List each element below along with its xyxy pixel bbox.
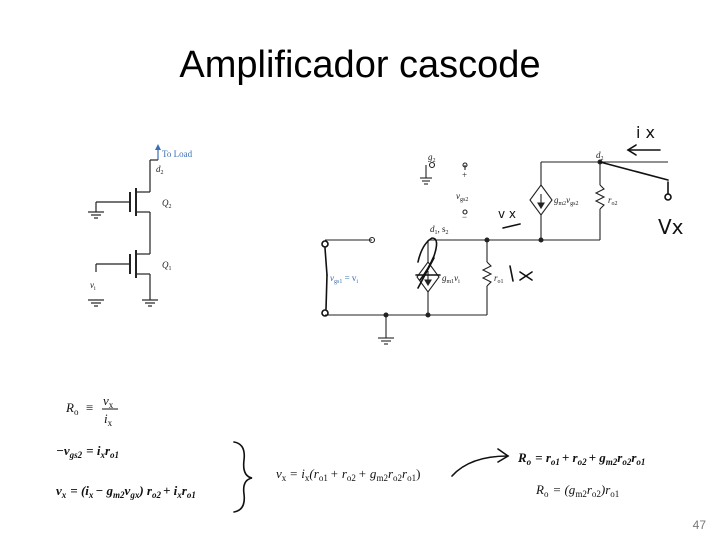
hand-vx-right: Vx	[658, 215, 684, 239]
hand-vx-mid: v x	[498, 207, 516, 221]
equation-brace	[233, 441, 253, 513]
ro-result-2: Ro= (gm2ro2)ro1	[535, 482, 619, 499]
ro2-label: ro2	[608, 195, 618, 207]
ro-def-num: vx	[103, 393, 114, 410]
gm2-label: gm2vgs2	[554, 195, 579, 207]
ro-def-eq: ≡	[86, 400, 93, 415]
q1-label: Q1	[162, 260, 172, 272]
small-signal-circuit	[325, 159, 668, 345]
equations: Ro ≡ vx ix −vgs2= ixro1 vx= (ix− gm2vgx)…	[56, 393, 645, 500]
load-arrow-head	[155, 144, 161, 150]
vgs2-equation: −vgs2= ixro1	[56, 443, 119, 460]
load-label: To Load	[162, 149, 193, 159]
vgs1-label: vgs1 = vi	[330, 273, 358, 285]
left-cascode-circuit	[88, 144, 161, 307]
hand-left-terminal-top	[321, 240, 329, 248]
d1-s2-label: d1, s2	[430, 224, 449, 236]
d2-label: d2	[156, 164, 164, 176]
vgs2-minus: −	[462, 212, 467, 222]
handwritten-annotations	[233, 144, 672, 513]
ro-def-lhs: Ro	[65, 400, 79, 417]
d2-node-label: d2	[596, 150, 604, 162]
hand-left-wire	[324, 247, 328, 276]
ro1-label: ro1	[494, 273, 504, 285]
vi-label: vi	[90, 280, 96, 292]
vgs2-label: vgs2	[456, 191, 468, 203]
hand-ix-wire	[599, 161, 669, 181]
vgs1-terminal	[368, 236, 376, 244]
ro-def-den: ix	[104, 411, 113, 428]
hand-left-terminal-bot	[321, 309, 329, 317]
vgs2-plus: +	[462, 170, 467, 180]
page-number: 47	[692, 518, 706, 532]
ro2-resistor	[594, 184, 606, 210]
g2-terminal	[428, 161, 436, 169]
ro1-resistor	[481, 261, 493, 287]
slide-title: Amplificador cascode	[179, 44, 541, 86]
q2-label: Q2	[162, 198, 172, 210]
vx-equation-1: vx= (ix− gm2vgx) ro2+ ixro1	[56, 483, 196, 500]
vx-equation-2: vx= ix(ro1+ ro2+ gm2ro2ro1)	[276, 466, 420, 483]
vgs2-terminal	[462, 209, 468, 215]
hand-ix-top: i x	[636, 123, 655, 142]
hand-ix-mid-arrow	[502, 223, 521, 229]
ro-result-1: Ro= ro1+ ro2+ gm2ro2ro1	[517, 450, 645, 467]
hand-vx-top-terminal	[664, 193, 672, 201]
g2-label: g2	[428, 152, 436, 164]
gm1-label: gm1vi	[442, 273, 460, 285]
result-arrow	[451, 455, 509, 477]
